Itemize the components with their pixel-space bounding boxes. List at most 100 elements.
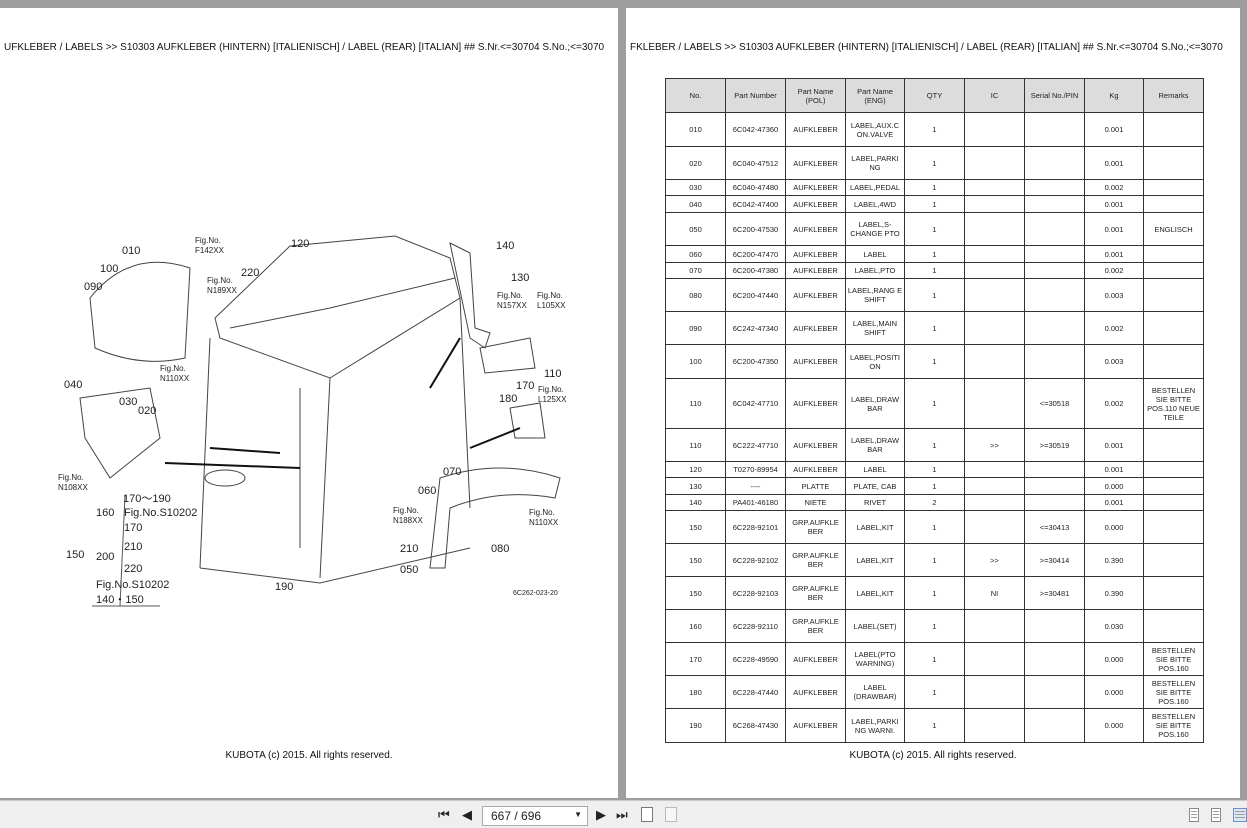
cell-serial-no (1024, 212, 1085, 246)
cell-part-number: 6C042-47400 (725, 195, 786, 213)
cell-ic (964, 675, 1025, 709)
cell-kg: 0.000 (1084, 477, 1144, 495)
cell-kg: 0.030 (1084, 609, 1144, 643)
callout-140: 140 (496, 240, 515, 252)
cell-kg: 0.001 (1084, 461, 1144, 478)
cell-part-number: 6C042-47360 (725, 112, 786, 147)
cell-ic (964, 477, 1025, 495)
cell-ic (964, 642, 1025, 676)
cell-qty: 1 (904, 378, 965, 429)
cell-remarks (1143, 344, 1204, 379)
cell-part-name-pol: GRP.AUFKLE BER (785, 543, 846, 577)
cell-remarks: BESTELLEN SIE BITTE POS.160 (1143, 642, 1204, 676)
page-header: UFKLEBER / LABELS >> S10303 AUFKLEBER (H… (4, 42, 605, 53)
cell-remarks: ENGLISCH (1143, 212, 1204, 246)
cell-part-name-eng: LABEL,4WD (845, 195, 905, 213)
continuous-view-icon[interactable] (1211, 808, 1221, 822)
cell-ic: >> (964, 428, 1025, 462)
cell-no: 070 (665, 262, 726, 279)
cell-serial-no (1024, 477, 1085, 495)
page-number-select[interactable]: 667 / 696▼ (482, 806, 588, 826)
cell-qty: 1 (904, 245, 965, 263)
first-page-button[interactable]: ⏮ (438, 807, 450, 822)
cell-kg: 0.001 (1084, 245, 1144, 263)
cell-part-name-eng: LABEL,S-CHANGE PTO (845, 212, 905, 246)
cell-part-name-eng: LABEL,KIT (845, 543, 905, 577)
page-footer: KUBOTA (c) 2015. All rights reserved. (225, 750, 393, 761)
cell-part-number: T0270-89954 (725, 461, 786, 478)
cell-part-name-eng: LABEL,POSITI ON (845, 344, 905, 379)
cell-ic (964, 510, 1025, 544)
page-header: FKLEBER / LABELS >> S10303 AUFKLEBER (HI… (630, 42, 1223, 53)
legend-220: 220 (124, 563, 143, 575)
cell-no: 130 (665, 477, 726, 495)
cell-part-name-pol: AUFKLEBER (785, 212, 846, 246)
cell-remarks (1143, 195, 1204, 213)
cell-no: 180 (665, 675, 726, 709)
callout-040: 040 (64, 379, 83, 391)
chevron-down-icon: ▼ (574, 810, 582, 819)
cell-qty: 1 (904, 609, 965, 643)
cell-part-number: 6C200-47380 (725, 262, 786, 279)
cell-kg: 0.003 (1084, 278, 1144, 312)
cell-part-name-eng: LABEL,RANG E SHIFT (845, 278, 905, 312)
cell-part-name-eng: LABEL,DRAW BAR (845, 378, 905, 429)
cell-no: 080 (665, 278, 726, 312)
cell-part-name-eng: LABEL,AUX.C ON.VALVE (845, 112, 905, 147)
left-page: UFKLEBER / LABELS >> S10303 AUFKLEBER (H… (0, 8, 618, 798)
callout-180: 180 (499, 393, 518, 405)
cell-remarks: BESTELLEN SIE BITTE POS.160 (1143, 675, 1204, 709)
callout-fig-l125xx: Fig.No. L125XX (538, 385, 567, 404)
single-page-view-icon[interactable] (1189, 808, 1199, 822)
cell-part-number: 6C228-47440 (725, 675, 786, 709)
cell-part-number: 6C040-47480 (725, 179, 786, 196)
cell-serial-no (1024, 195, 1085, 213)
cell-no: 020 (665, 146, 726, 180)
cell-remarks (1143, 477, 1204, 495)
two-page-view-icon[interactable] (1233, 808, 1247, 822)
cell-part-name-pol: AUFKLEBER (785, 245, 846, 263)
right-page: FKLEBER / LABELS >> S10303 AUFKLEBER (HI… (626, 8, 1240, 798)
previous-page-button[interactable]: ◀ (462, 807, 472, 822)
cell-part-name-pol: GRP.AUFKLE BER (785, 609, 846, 643)
last-page-button[interactable]: ⏭ (616, 807, 628, 822)
cell-kg: 0.000 (1084, 510, 1144, 544)
next-page-button[interactable]: ▶ (596, 807, 606, 822)
tractor-cab-diagram (79, 235, 561, 607)
cell-ic (964, 344, 1025, 379)
cell-part-name-eng: PLATE, CAB (845, 477, 905, 495)
cell-part-name-pol: AUFKLEBER (785, 642, 846, 676)
cell-part-name-pol: AUFKLEBER (785, 344, 846, 379)
header-kg: Kg (1084, 78, 1144, 113)
cell-kg: 0.000 (1084, 675, 1144, 709)
fit-page-icon[interactable] (665, 807, 677, 822)
cell-kg: 0.002 (1084, 378, 1144, 429)
cell-kg: 0.001 (1084, 195, 1144, 213)
cell-ic (964, 278, 1025, 312)
callout-060: 060 (418, 485, 437, 497)
cell-part-number: PA401-46180 (725, 494, 786, 511)
cell-serial-no (1024, 245, 1085, 263)
rotate-page-icon[interactable] (641, 807, 653, 822)
cell-part-number: 6C228-92103 (725, 576, 786, 610)
cell-no: 110 (665, 428, 726, 462)
cell-part-number: 6C200-47350 (725, 344, 786, 379)
callout-050: 050 (400, 564, 419, 576)
cell-part-number: ---- (725, 477, 786, 495)
cell-no: 150 (665, 543, 726, 577)
cell-qty: 1 (904, 262, 965, 279)
legend-140-150: 140・150 (96, 594, 144, 606)
cell-qty: 1 (904, 642, 965, 676)
cell-part-name-eng: LABEL,PEDAL (845, 179, 905, 196)
callout-100: 100 (100, 263, 119, 275)
cell-remarks: BESTELLEN SIE BITTE POS.110 NEUE TEILE (1143, 378, 1204, 429)
cell-kg: 0.001 (1084, 212, 1144, 246)
cell-part-number: 6C228-92102 (725, 543, 786, 577)
callout-130: 130 (511, 272, 530, 284)
